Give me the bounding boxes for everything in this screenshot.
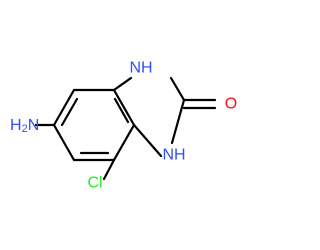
nh-label-n3: NH <box>162 147 185 164</box>
bond-c3a-n3 <box>132 123 163 158</box>
oxygen-label: O <box>225 96 237 113</box>
bond-double-c7a-c3a <box>113 97 130 124</box>
bond-double-c6-c7 <box>60 97 79 127</box>
amino-subscript: 2 <box>22 123 28 135</box>
bond-c7a-c3a <box>112 88 136 127</box>
chlorine-label: Cl <box>87 175 102 192</box>
bond-c6-c7 <box>52 88 76 127</box>
bond-n3-c2 <box>170 98 186 145</box>
bond-c3a-c4 <box>112 123 136 162</box>
amino-label: H2N <box>10 117 39 136</box>
amino-h: H <box>10 117 22 134</box>
amino-n: N <box>28 117 40 134</box>
bond-c4-cl <box>102 158 116 181</box>
molecule-structure: NH NH O Cl H2N <box>10 60 237 192</box>
nh-label-n1: NH <box>129 60 152 77</box>
bond-c7a-n1 <box>112 76 133 92</box>
bond-c5-c6 <box>52 123 76 162</box>
bond-n1-c2 <box>169 76 186 102</box>
